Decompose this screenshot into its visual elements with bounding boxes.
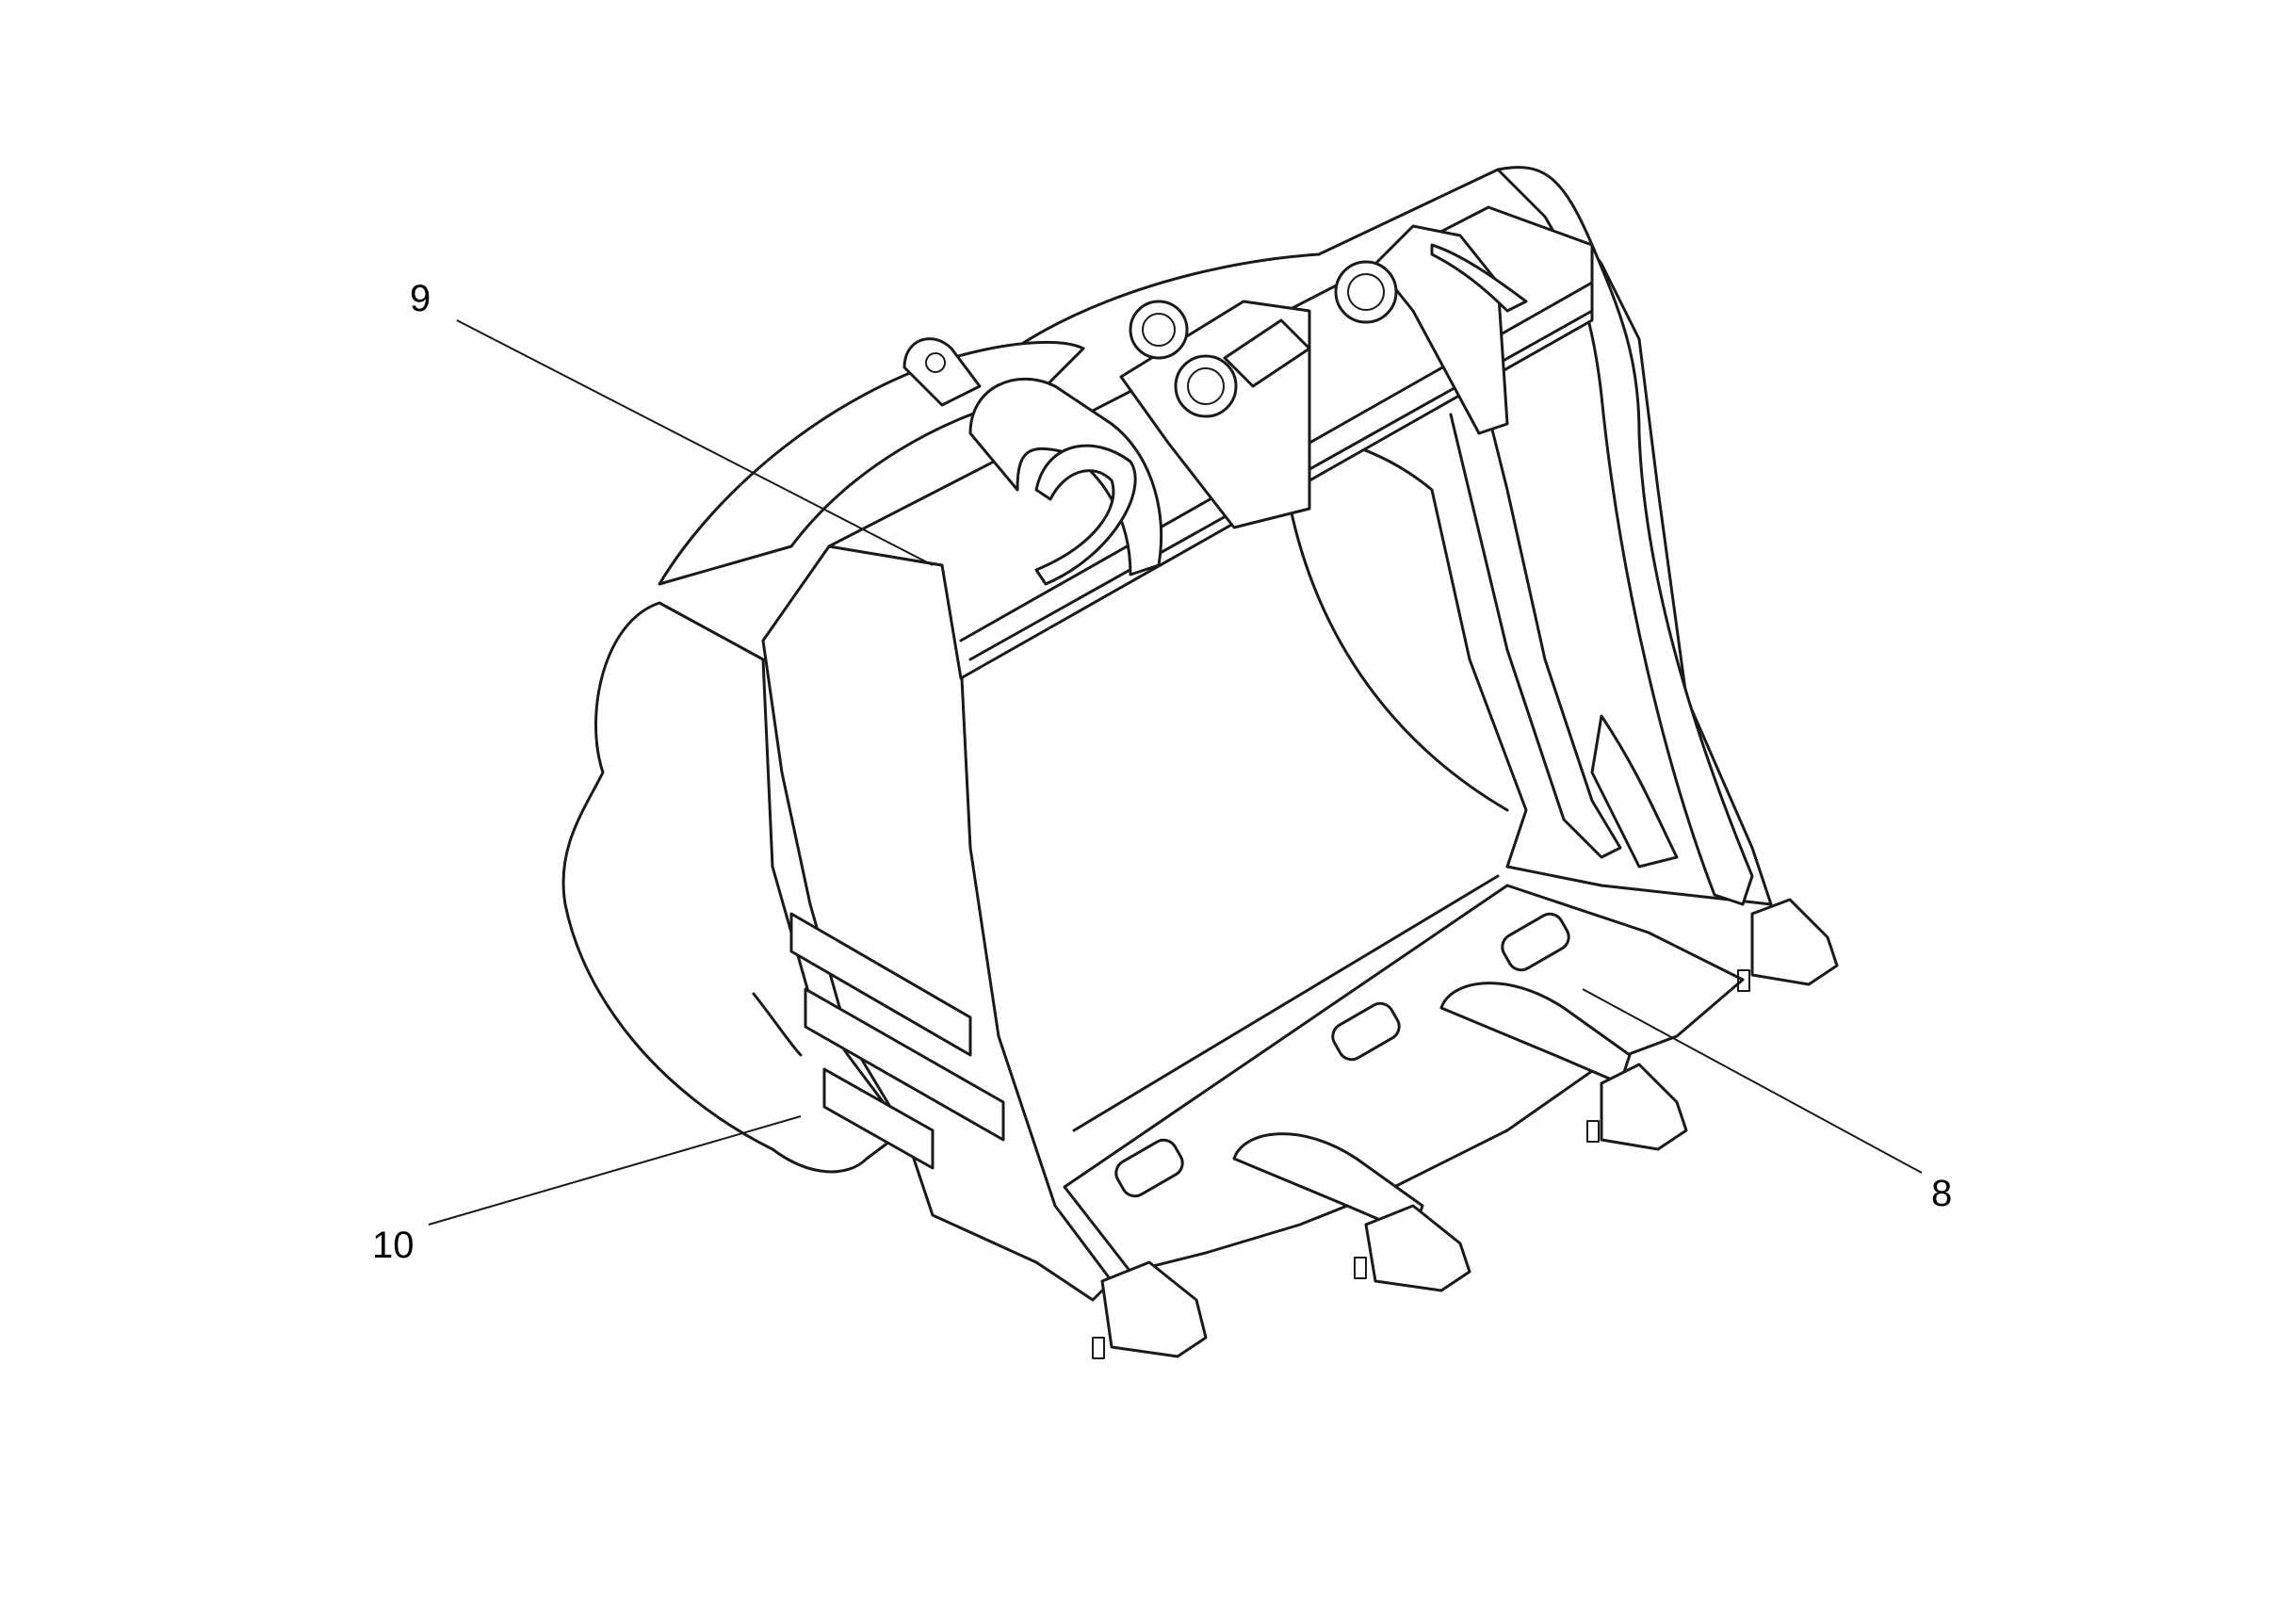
callout-9-group: 9	[410, 278, 934, 566]
callout-10-label: 10	[372, 1225, 415, 1266]
wear-button-1	[1501, 912, 1570, 972]
wear-strip-1	[789, 912, 972, 1057]
right-side-plate	[1496, 166, 1754, 906]
tooth-2	[1364, 1204, 1471, 1292]
pin-boss-2-inner	[1187, 367, 1225, 405]
bucket-interior-curve	[1289, 507, 1509, 812]
callout-10-leader	[428, 1115, 802, 1226]
tooth-4	[1750, 898, 1839, 986]
pin-boss-2	[1174, 354, 1238, 418]
bucket-floor-line	[1072, 874, 1500, 1132]
left-front-cheek-plate	[761, 544, 1113, 1302]
callout-10-group: 10	[372, 1115, 802, 1266]
side-wear-strips	[752, 912, 1005, 1170]
pin-boss-1	[1129, 300, 1189, 360]
right-inner-wall	[1449, 413, 1622, 859]
callout-9-leader	[456, 319, 934, 566]
tooth-adapters	[1232, 982, 1632, 1236]
adapter-1	[1232, 1132, 1424, 1236]
tooth-pin-2	[1354, 1257, 1367, 1279]
tooth-pin-4	[1737, 969, 1750, 992]
wear-button-3	[1114, 1138, 1184, 1198]
tooth-pin-1	[1092, 1337, 1105, 1359]
tooth-1	[1100, 1260, 1208, 1358]
hinge-pin-shaft	[1223, 318, 1311, 388]
callout-9-label: 9	[410, 278, 431, 319]
pin-boss-3	[1334, 260, 1398, 324]
lifting-eye-hole	[925, 352, 946, 373]
right-hinge-hook	[1430, 243, 1528, 313]
wear-strip-slot	[752, 992, 803, 1057]
wear-strip-3	[822, 1067, 935, 1170]
pin-boss-1-inner	[1142, 313, 1176, 347]
tooth-pin-3	[1586, 1120, 1600, 1143]
wear-strip-2	[804, 987, 1005, 1142]
adapter-2	[1439, 982, 1632, 1085]
pin-boss-3-inner	[1347, 273, 1385, 311]
cutting-edge	[1063, 884, 1745, 1274]
callout-8-label: 8	[1931, 1173, 1952, 1214]
tooth-3	[1600, 1063, 1688, 1151]
hinge-assembly	[902, 224, 1528, 586]
bucket-teeth	[1092, 898, 1839, 1359]
right-gusset	[1590, 714, 1679, 869]
callout-8-leader	[1582, 988, 1923, 1174]
lifting-eye	[902, 337, 982, 407]
left-hinge-ear	[968, 377, 1162, 577]
left-hinge-hook	[1034, 444, 1137, 586]
excavator-bucket-drawing	[561, 166, 1839, 1359]
floor-wear-buttons	[1114, 912, 1570, 1198]
wear-button-2	[1331, 1001, 1401, 1062]
callout-8-group: 8	[1582, 988, 1952, 1214]
